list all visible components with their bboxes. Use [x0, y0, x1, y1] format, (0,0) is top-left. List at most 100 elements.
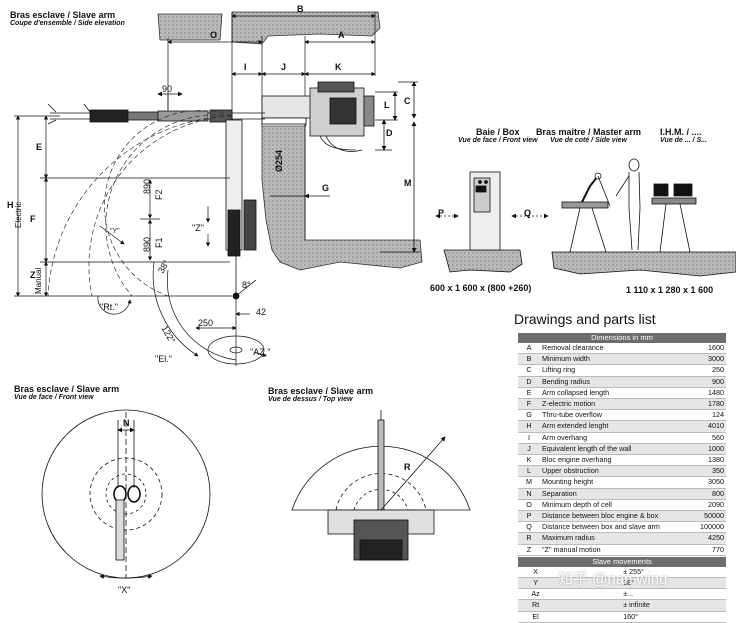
dim-value-890-f2: 890 [142, 178, 152, 194]
cell-k: R [518, 532, 540, 545]
cell-label: Separation [540, 488, 686, 500]
cell-k: G [518, 409, 540, 422]
cell-label: Mounting height [540, 476, 686, 489]
cell-label: Maximum radius [540, 532, 686, 545]
top-title-sub: Vue de dessus / Top view [268, 396, 353, 403]
cell-v: 1480 [686, 387, 726, 400]
cell-label: "Z" manual motion [540, 544, 686, 556]
cell-k: K [518, 454, 540, 467]
dim-label-z: Z [30, 270, 36, 280]
cell-k: D [518, 376, 540, 388]
cell-label: Minimum depth of cell [540, 499, 686, 512]
motion-label-z: "Z" [192, 223, 204, 233]
dim-label-n: N [123, 418, 130, 428]
ihm-title: I.H.M. / .... Vue de ... / S... [660, 127, 707, 145]
cell-label: Distance between box and slave arm [540, 521, 686, 534]
cell-k: I [518, 432, 540, 444]
cell-v: ±... [553, 588, 726, 601]
top-dimensions [167, 12, 376, 120]
cell-v: 50000 [686, 510, 726, 523]
cell-k: Z [518, 544, 540, 556]
movements-header: Slave movements [518, 556, 726, 567]
dim-label-f1: F1 [154, 237, 164, 248]
front-title-main: Bras esclave / Slave arm [14, 384, 120, 394]
table-row: X± 255° [518, 566, 726, 579]
cell-label: Equivalent length of the wall [540, 443, 686, 456]
side-elevation-title: Bras esclave / Slave arm Coupe d'ensembl… [10, 10, 125, 28]
dim-label-a: A [338, 30, 345, 40]
cell-v: 900 [686, 376, 726, 388]
cell-k: Y [518, 577, 554, 590]
cell-label: Thru-tube overflow [540, 409, 686, 422]
angle-8: 8° [242, 280, 251, 290]
table-row: Rt± infinite [518, 599, 726, 612]
ihm-title-main: I.H.M. / .... [660, 127, 702, 137]
dim-label-f2: F2 [154, 189, 164, 200]
cell-v: 1600 [686, 343, 726, 355]
dim-label-electric: Electric [14, 201, 23, 228]
cell-k: A [518, 343, 540, 355]
front-view [41, 409, 211, 580]
cell-k: H [518, 420, 540, 433]
dim-label-p: P [438, 208, 445, 218]
cell-v: 38° [553, 577, 726, 590]
control-box [435, 171, 549, 273]
cell-v: 124 [686, 409, 726, 422]
dim-value-250: 250 [198, 318, 214, 328]
cell-v: 100000 [686, 521, 726, 534]
extended-arm [47, 91, 265, 125]
motion-arcs [47, 110, 233, 297]
master-title-sub: Vue de coté / Side view [550, 137, 627, 144]
box-title-main: Baie / Box [476, 127, 520, 137]
cell-label: Minimum width [540, 353, 686, 366]
cell-v: 3050 [686, 476, 726, 489]
dim-label-q: Q [524, 208, 532, 218]
motion-label-x: "X" [118, 585, 131, 595]
dimensions-header: Dimensions in mm [518, 333, 726, 343]
cell-v: 2090 [686, 499, 726, 512]
dim-label-i: I [244, 62, 247, 72]
top-view [291, 410, 471, 561]
dim-value-phi254: Ø254 [274, 149, 284, 172]
cell-v: ± infinite [553, 599, 726, 612]
cell-label: Distance between bloc engine & box [540, 510, 686, 523]
front-title-sub: Vue de face / Front view [14, 394, 94, 401]
dim-label-o: O [210, 30, 218, 40]
cell-v: 1380 [686, 454, 726, 467]
cell-k: Rt [518, 599, 554, 612]
rotation-details [97, 225, 267, 366]
dim-label-d: D [386, 128, 393, 138]
motion-label-rt: "Rt." [100, 302, 118, 312]
dim-label-b: B [297, 4, 304, 14]
dim-label-l: L [384, 100, 390, 110]
cell-k: Az [518, 588, 554, 601]
cell-label: Bending radius [540, 376, 686, 388]
cell-k: J [518, 443, 540, 456]
dim-label-j: J [281, 62, 287, 72]
dim-label-f: F [30, 214, 36, 224]
master-title-main: Bras maître / Master arm [536, 127, 642, 137]
cell-v: 4010 [686, 420, 726, 433]
cell-k: X [518, 566, 554, 579]
cell-label: Arm overhang [540, 432, 686, 444]
top-view-title: Bras esclave / Slave arm Vue de dessus /… [268, 386, 373, 404]
dim-label-k: K [335, 62, 342, 72]
dim-label-h: H [7, 200, 14, 210]
